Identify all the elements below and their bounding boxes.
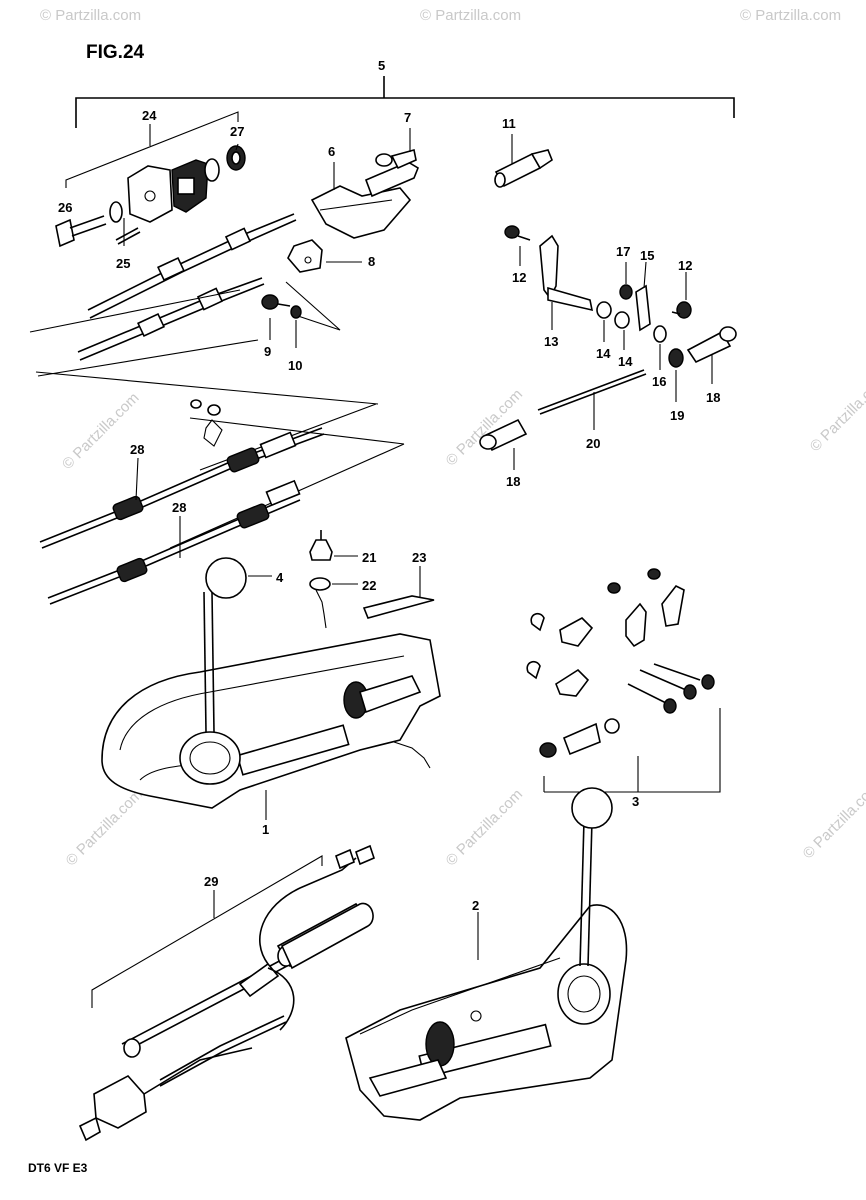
callout-17: 17 [616, 244, 630, 259]
callout-9: 9 [264, 344, 271, 359]
clamp-plate [127, 145, 246, 223]
model-code: DT6 VF E3 [28, 1161, 88, 1175]
bracket-24 [65, 111, 239, 188]
callout-25: 25 [116, 256, 130, 271]
bulb-21 [309, 530, 333, 561]
bracket-29 [91, 855, 323, 1008]
callout-11: 11 [502, 116, 516, 131]
bolt-26 [55, 201, 123, 248]
socket-22 [309, 577, 331, 629]
watermark-9: © Partzilla.com [800, 779, 866, 862]
nut-19 [668, 348, 684, 368]
clip-mid [190, 399, 223, 447]
watermark-2: © Partzilla.com [420, 7, 521, 24]
callout-28-upper: 28 [130, 442, 144, 457]
callout-2: 2 [472, 898, 479, 913]
rod-20 [537, 369, 647, 415]
leader-lines [123, 128, 713, 960]
callout-18-left: 18 [506, 474, 520, 489]
watermark-4: © Partzilla.com [59, 389, 142, 472]
callout-10: 10 [288, 358, 302, 373]
collar-14-left [596, 301, 612, 319]
lever-13 [539, 234, 594, 312]
watermark-3: © Partzilla.com [740, 7, 841, 24]
callout-4: 4 [276, 570, 284, 585]
screw-12-left [504, 225, 531, 241]
screw-12-right [671, 301, 692, 319]
control-box-1 [101, 557, 441, 809]
callout-22: 22 [362, 578, 376, 593]
callout-28-lower: 28 [172, 500, 186, 515]
trim-switch-assembly [78, 844, 375, 1142]
hardware-kit-3 [526, 568, 721, 793]
sleeve-11 [494, 149, 553, 188]
callout-29: 29 [204, 874, 218, 889]
bracket-8 [287, 239, 323, 273]
callout-20: 20 [586, 436, 600, 451]
callout-18-right: 18 [706, 390, 720, 405]
watermark-1: © Partzilla.com [40, 7, 141, 24]
callout-13: 13 [544, 334, 558, 349]
nut-10 [290, 305, 302, 319]
callout-19: 19 [670, 408, 684, 423]
callout-5: 5 [378, 58, 385, 73]
watermark-7: © Partzilla.com [63, 786, 146, 869]
joint-18-left [479, 418, 528, 452]
bolt-9 [261, 294, 291, 310]
callout-15: 15 [640, 248, 654, 263]
callout-26: 26 [58, 200, 72, 215]
pin-25 [115, 227, 141, 245]
callout-21: 21 [362, 550, 376, 565]
bracket-6 [310, 185, 412, 239]
cable-ends-upper [77, 213, 297, 361]
figure-title: FIG.24 [86, 42, 145, 63]
callout-12-left: 12 [512, 270, 526, 285]
collar-14-right [614, 311, 630, 329]
bracket-5 [75, 76, 735, 128]
joint-18-right [686, 326, 737, 364]
plate-15 [635, 284, 651, 332]
callout-6: 6 [328, 144, 335, 159]
callout-27: 27 [230, 124, 244, 139]
control-box-2 [345, 787, 628, 1121]
washer-16 [653, 325, 667, 343]
callout-14-right: 14 [618, 354, 633, 369]
callout-1: 1 [262, 822, 269, 837]
watermark-6: © Partzilla.com [807, 372, 866, 455]
cable-28-lower [47, 479, 301, 605]
callout-12-right: 12 [678, 258, 692, 273]
cable-28-upper [39, 427, 325, 549]
callout-16: 16 [652, 374, 666, 389]
callout-14-left: 14 [596, 346, 611, 361]
watermark-8: © Partzilla.com [443, 786, 526, 869]
callout-3: 3 [632, 794, 639, 809]
grip-tube [280, 902, 374, 970]
callout-23: 23 [412, 550, 426, 565]
callout-7: 7 [404, 110, 411, 125]
washer-17 [619, 284, 633, 300]
callout-24: 24 [142, 108, 157, 123]
shaft-7 [364, 149, 419, 198]
callouts: 5 24 27 7 6 11 26 25 8 9 10 12 17 15 12 … [58, 58, 720, 913]
callout-8: 8 [368, 254, 375, 269]
spring-23 [362, 595, 435, 619]
